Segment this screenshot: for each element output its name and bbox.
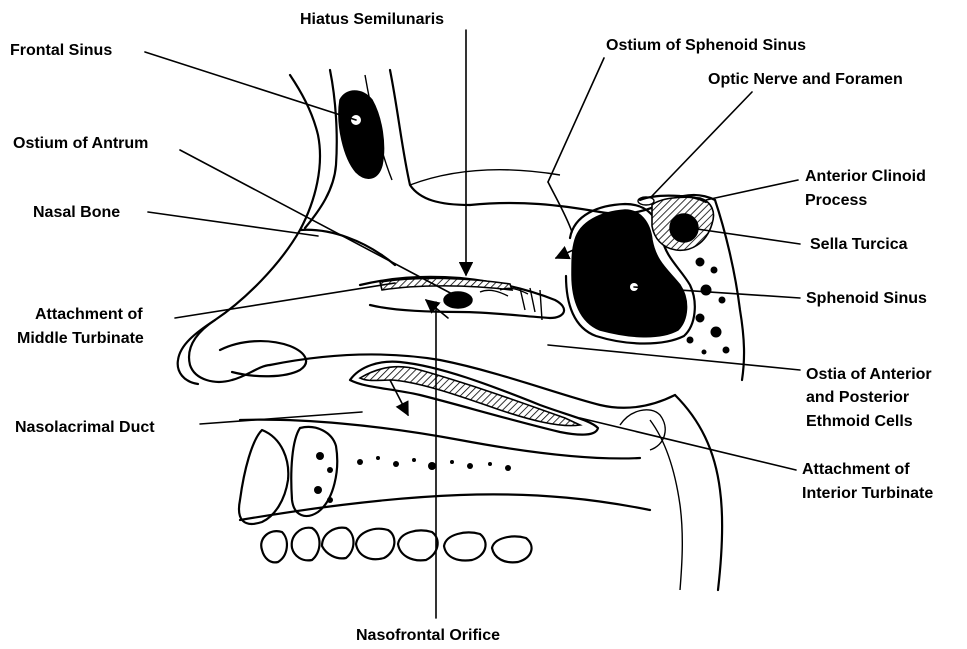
label-frontal-sinus: Frontal Sinus bbox=[10, 42, 112, 59]
anterior-cranial-fossa bbox=[410, 170, 560, 185]
leader-nasolacrimal-arrow bbox=[390, 380, 408, 415]
leader-ostium-sphenoid bbox=[548, 58, 604, 182]
label-ostia-ethmoid-line3: Ethmoid Cells bbox=[806, 413, 913, 430]
leader-ostia-ethmoid bbox=[548, 345, 800, 370]
frontal-bone-back bbox=[390, 70, 470, 205]
nasal-vestibule bbox=[220, 341, 306, 376]
leader-attachment-middle bbox=[175, 283, 395, 318]
premaxilla-outline bbox=[239, 430, 288, 524]
label-sphenoid-sinus: Sphenoid Sinus bbox=[806, 290, 927, 307]
pharynx-inner bbox=[650, 420, 682, 590]
label-nasal-bone: Nasal Bone bbox=[33, 204, 120, 221]
labels: Hiatus Semilunaris Frontal Sinus Ostium … bbox=[10, 11, 933, 644]
ostium-antrum-shape bbox=[444, 292, 472, 308]
label-optic-nerve-foramen: Optic Nerve and Foramen bbox=[708, 71, 903, 88]
label-attachment-interior-line2: Interior Turbinate bbox=[802, 485, 933, 502]
label-nasofrontal-orifice: Nasofrontal Orifice bbox=[356, 627, 500, 644]
leader-frontal-sinus bbox=[145, 52, 356, 120]
middle-turbinate-attachment bbox=[380, 278, 512, 290]
leader-attachment-interior bbox=[580, 418, 796, 470]
frontal-sinus-shape bbox=[339, 91, 384, 178]
leader-nasal-bone bbox=[148, 212, 318, 236]
label-anterior-clinoid-line1: Anterior Clinoid bbox=[805, 168, 926, 185]
label-ostium-sphenoid-sinus: Ostium of Sphenoid Sinus bbox=[606, 37, 806, 54]
anatomy-illustration bbox=[178, 70, 744, 590]
label-attachment-middle-line1: Attachment of bbox=[35, 306, 143, 323]
leader-optic-nerve bbox=[652, 92, 752, 196]
clivus-outline bbox=[715, 200, 744, 380]
label-anterior-clinoid-line2: Process bbox=[805, 192, 867, 209]
label-nasolacrimal-duct: Nasolacrimal Duct bbox=[15, 419, 155, 436]
label-ostia-ethmoid-line2: and Posterior bbox=[806, 389, 909, 406]
label-attachment-middle-line2: Middle Turbinate bbox=[17, 330, 144, 347]
upper-teeth bbox=[261, 528, 531, 563]
label-sella-turcica: Sella Turcica bbox=[810, 236, 908, 253]
clivus-trabeculae bbox=[687, 258, 729, 354]
leader-lines bbox=[145, 30, 800, 618]
label-attachment-interior-line1: Attachment of bbox=[802, 461, 910, 478]
inferior-turbinate-attachment bbox=[360, 367, 580, 426]
label-hiatus-semilunaris: Hiatus Semilunaris bbox=[300, 11, 444, 28]
leader-anterior-clinoid bbox=[706, 180, 798, 200]
label-ostia-ethmoid-line1: Ostia of Anterior bbox=[806, 366, 932, 383]
label-ostium-antrum: Ostium of Antrum bbox=[13, 135, 148, 152]
forehead-outline bbox=[178, 75, 320, 384]
